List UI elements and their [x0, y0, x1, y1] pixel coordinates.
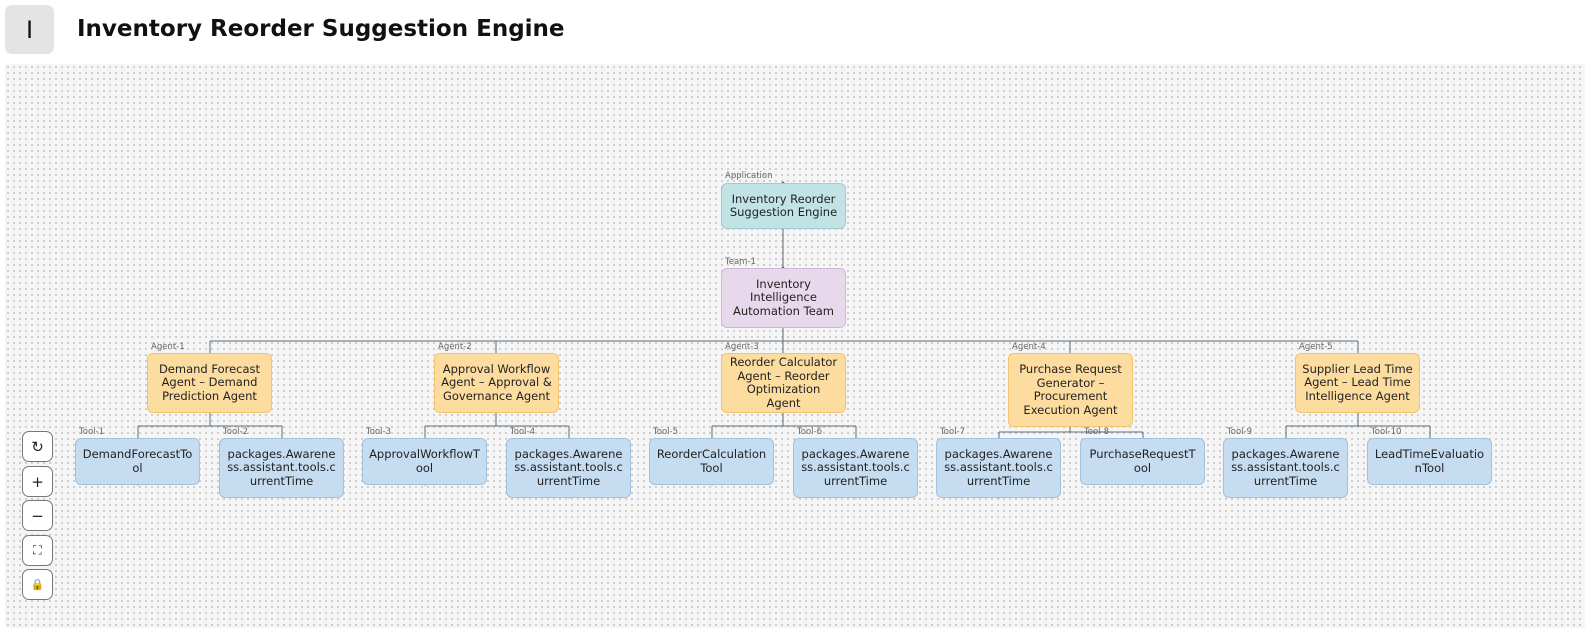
tool-node-6[interactable]: packages.Awareness.assistant.tools.curre…	[793, 438, 918, 498]
agent-tag: Agent-1	[151, 342, 185, 352]
tool-tag: Tool-1	[79, 427, 104, 437]
zoom-in-button[interactable]: +	[22, 466, 53, 497]
tool-tag: Tool-3	[366, 427, 391, 437]
agent-node-4[interactable]: Purchase Request Generator – Procurement…	[1008, 353, 1133, 427]
tool-tag: Tool-2	[223, 427, 248, 437]
tool-node-8[interactable]: PurchaseRequestTool	[1080, 438, 1205, 485]
diagram-edges	[136, 181, 1432, 499]
agent-tag: Agent-2	[438, 342, 472, 352]
tool-node-1[interactable]: DemandForecastTool	[75, 438, 200, 485]
refresh-icon: ↻	[31, 437, 44, 456]
team-node[interactable]: Inventory Intelligence Automation Team	[721, 268, 846, 328]
agent-label: Reorder Calculator Agent – Reorder Optim…	[729, 355, 838, 410]
tool-node-4[interactable]: packages.Awareness.assistant.tools.curre…	[506, 438, 631, 498]
agent-node-2[interactable]: Approval Workflow Agent – Approval & Gov…	[434, 353, 559, 413]
tool-node-9[interactable]: packages.Awareness.assistant.tools.curre…	[1223, 438, 1348, 498]
tool-node-2[interactable]: packages.Awareness.assistant.tools.curre…	[219, 438, 344, 498]
application-node[interactable]: Inventory Reorder Suggestion Engine	[721, 183, 846, 229]
diagram-canvas[interactable]: Application Inventory Reorder Suggestion…	[5, 64, 1585, 628]
fit-view-button[interactable]: ⛶	[22, 535, 53, 566]
application-label: Inventory Reorder Suggestion Engine	[729, 191, 838, 219]
tool-tag: Tool-7	[940, 427, 965, 437]
fit-view-icon: ⛶	[33, 543, 42, 557]
tool-tag: Tool-4	[510, 427, 535, 437]
tool-label: packages.Awareness.assistant.tools.curre…	[1231, 446, 1340, 488]
lock-icon: 🔒	[30, 578, 45, 591]
agent-label: Supplier Lead Time Agent – Lead Time Int…	[1302, 361, 1413, 403]
tool-label: packages.Awareness.assistant.tools.curre…	[801, 446, 910, 488]
tool-label: packages.Awareness.assistant.tools.curre…	[514, 446, 623, 488]
agent-node-5[interactable]: Supplier Lead Time Agent – Lead Time Int…	[1295, 353, 1420, 413]
tool-node-7[interactable]: packages.Awareness.assistant.tools.curre…	[936, 438, 1061, 498]
agent-node-3[interactable]: Reorder Calculator Agent – Reorder Optim…	[721, 353, 846, 413]
agent-label: Demand Forecast Agent – Demand Predictio…	[158, 361, 261, 403]
refresh-button[interactable]: ↻	[22, 431, 53, 462]
tool-label: ApprovalWorkflowTool	[369, 447, 480, 475]
tool-node-10[interactable]: LeadTimeEvaluationTool	[1367, 438, 1492, 485]
agent-label: Purchase Request Generator – Procurement…	[1019, 362, 1122, 417]
plus-icon: +	[31, 472, 44, 491]
page-title: Inventory Reorder Suggestion Engine	[77, 16, 565, 42]
agent-label: Approval Workflow Agent – Approval & Gov…	[441, 361, 552, 403]
tool-label: ReorderCalculationTool	[656, 447, 767, 475]
tool-label: DemandForecastTool	[82, 447, 193, 475]
zoom-out-button[interactable]: −	[22, 500, 53, 531]
tool-label: PurchaseRequestTool	[1089, 447, 1196, 475]
team-tag: Team-1	[725, 257, 756, 267]
tool-tag: Tool-8	[1084, 427, 1109, 437]
tool-node-5[interactable]: ReorderCalculationTool	[649, 438, 774, 485]
tool-tag: Tool-9	[1227, 427, 1252, 437]
agent-tag: Agent-5	[1299, 342, 1333, 352]
application-tag: Application	[725, 171, 773, 181]
tool-tag: Tool-10	[1371, 427, 1402, 437]
tool-tag: Tool-5	[653, 427, 678, 437]
team-label: Inventory Intelligence Automation Team	[732, 276, 835, 318]
tool-label: LeadTimeEvaluationTool	[1374, 447, 1485, 475]
tool-node-3[interactable]: ApprovalWorkflowTool	[362, 438, 487, 485]
page-header: I Inventory Reorder Suggestion Engine	[0, 0, 1590, 62]
minus-icon: −	[31, 506, 44, 525]
lock-button[interactable]: 🔒	[22, 569, 53, 600]
agent-node-1[interactable]: Demand Forecast Agent – Demand Predictio…	[147, 353, 272, 413]
tool-label: packages.Awareness.assistant.tools.curre…	[227, 446, 336, 488]
app-avatar: I	[5, 5, 54, 54]
tool-label: packages.Awareness.assistant.tools.curre…	[944, 446, 1053, 488]
agent-tag: Agent-3	[725, 342, 759, 352]
tool-tag: Tool-6	[797, 427, 822, 437]
agent-tag: Agent-4	[1012, 342, 1046, 352]
